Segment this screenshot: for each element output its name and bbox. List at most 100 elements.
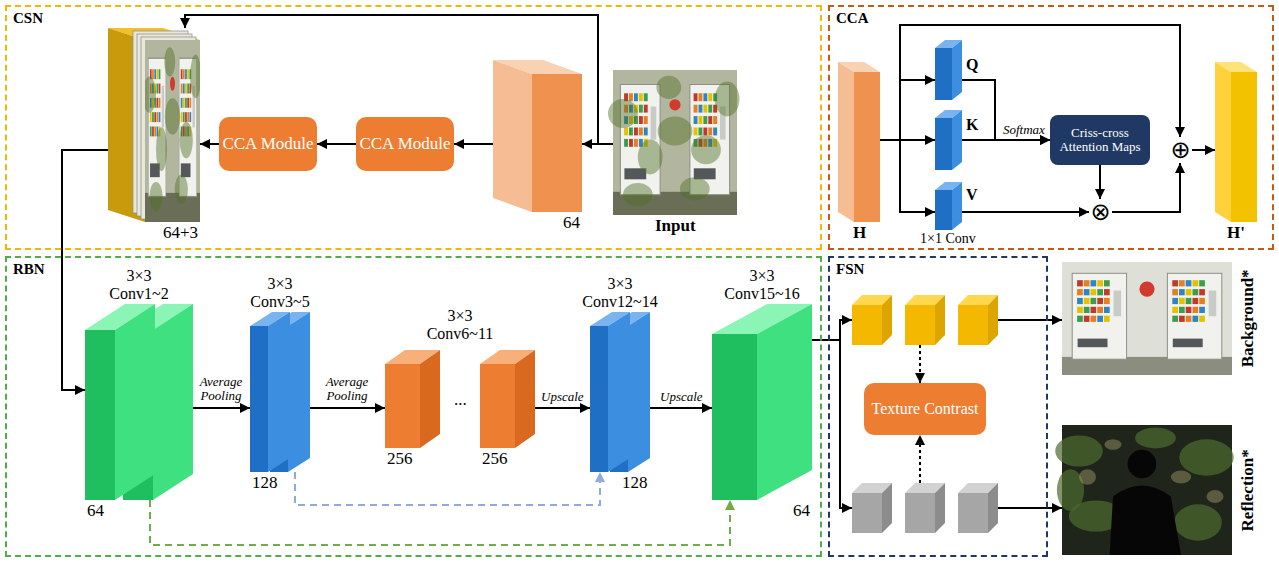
block-shape (712, 304, 812, 500)
connector (1112, 163, 1180, 212)
drawing-part (656, 76, 681, 99)
drawing-part (1179, 307, 1185, 313)
connector (962, 139, 1050, 141)
region-title: CSN (13, 10, 43, 27)
drawing-part (250, 326, 268, 472)
feature-block: K (935, 110, 962, 170)
block-shape (935, 182, 962, 230)
drawing-part (699, 93, 703, 101)
drawing-part (703, 93, 707, 101)
drawing-part (480, 364, 515, 448)
drawing-part (183, 112, 185, 122)
branch-arrow (840, 319, 852, 321)
drawing-part (1174, 504, 1222, 540)
block-shape (250, 312, 310, 472)
drawing-part (713, 128, 717, 136)
drawing-part (156, 69, 158, 79)
output-line (998, 507, 1048, 509)
feature-cube (852, 483, 892, 533)
drawing-part (708, 116, 712, 124)
drawing-part (154, 112, 156, 122)
drawing-part (1199, 316, 1205, 322)
drawing-part (190, 55, 201, 99)
drawing-part (694, 93, 698, 101)
drawing-part (1084, 307, 1090, 313)
drawing-part (156, 84, 158, 94)
node-label: 64 (87, 502, 104, 521)
drawing-part (143, 40, 201, 222)
drawing-part (651, 107, 657, 140)
drawing-part (152, 112, 154, 122)
drawing-part (185, 84, 187, 94)
connector (535, 407, 590, 409)
image-panel: Background* (1062, 262, 1232, 375)
drawing-part (1091, 316, 1097, 322)
connector (454, 143, 493, 145)
feature-block: 3×3 Conv15~1664 (712, 304, 812, 500)
drawing-part (1179, 316, 1185, 322)
drawing-part (164, 47, 175, 76)
drawing-part (189, 98, 191, 108)
drawing-part (1199, 307, 1205, 313)
drawing-part (1209, 291, 1217, 317)
drawing-part (1193, 298, 1199, 304)
drawing-part (708, 105, 712, 113)
feature-block: 3×3 Conv1~264 (85, 304, 193, 500)
drawing-part (680, 177, 710, 200)
drawing-part (156, 98, 158, 108)
drawing-part (644, 116, 648, 124)
drawing-part (634, 93, 638, 101)
drawing-part (159, 98, 161, 108)
drawing-part (181, 98, 183, 108)
drawing-part (1186, 280, 1192, 286)
drawing-part (1084, 298, 1090, 304)
drawing-part (1179, 280, 1185, 286)
drawing-part (638, 140, 663, 175)
drawing-part (1172, 307, 1178, 313)
drawing-part (493, 60, 582, 212)
drawing-part (708, 93, 712, 101)
drawing-part (1091, 298, 1097, 304)
drawing-part (187, 112, 189, 122)
drawing-part (703, 128, 707, 136)
drawing-part (1172, 289, 1178, 295)
drawing-part (1193, 307, 1199, 313)
node-label: 64 (563, 214, 580, 233)
drawing-part (1186, 289, 1192, 295)
drawing-part (183, 69, 185, 79)
drawing-part (1097, 280, 1103, 286)
drawing-part (532, 74, 582, 212)
node-label: 3×3 Conv12~14 (579, 275, 661, 310)
drawing-part (699, 105, 703, 113)
drawing-part (152, 69, 154, 79)
drawing-part (1091, 307, 1097, 313)
output-line (998, 319, 1048, 321)
drawing-part (154, 126, 156, 136)
drawing-part (1091, 280, 1097, 286)
drawing-part (628, 312, 650, 472)
drawing-part (1110, 485, 1181, 555)
connector (812, 339, 828, 341)
drawing-part (185, 112, 187, 122)
dotted-arrow (919, 435, 921, 483)
connector (650, 407, 712, 409)
drawing-part (149, 182, 162, 211)
drawing-part (159, 112, 161, 122)
drawing-part (150, 112, 152, 122)
feature-block: 3×3 Conv3~5128 (250, 312, 310, 472)
drawing-part (1084, 280, 1090, 286)
drawing-part (1171, 471, 1191, 484)
drawing-part (935, 190, 952, 230)
node-label: 128 (622, 474, 648, 493)
drawing-part (1179, 298, 1185, 304)
drawing-part (1179, 439, 1233, 475)
drawing-part (629, 93, 633, 101)
drawing-part (288, 312, 310, 472)
connector (193, 407, 250, 409)
drawing-part (181, 69, 183, 79)
drawing-part (1104, 280, 1110, 286)
edge-label: Average Pooling (194, 375, 248, 404)
feature-block: 64 (493, 60, 582, 212)
block-shape (108, 28, 200, 222)
connector (880, 140, 935, 212)
